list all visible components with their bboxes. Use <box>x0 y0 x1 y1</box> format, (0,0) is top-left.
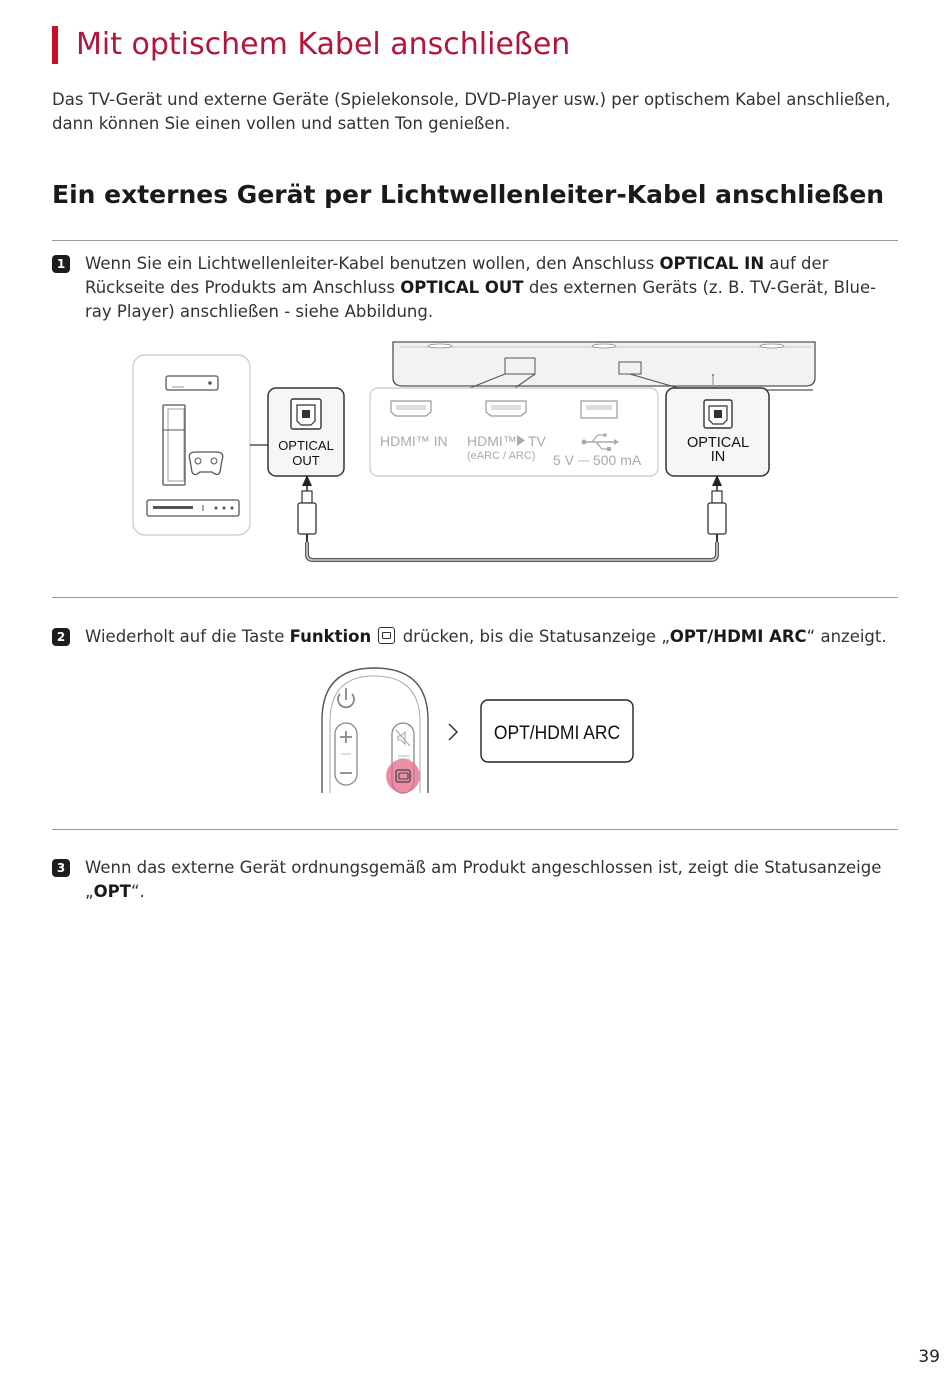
step-1: 1 Wenn Sie ein Lichtwellenleiter-Kabel b… <box>52 252 898 324</box>
function-button-highlight <box>386 759 420 793</box>
step-text: Wiederholt auf die Taste Funktion drücke… <box>85 627 887 646</box>
step-number: 1 <box>52 255 70 273</box>
earc-label: (eARC / ARC) <box>467 450 535 462</box>
optical-cable-plug <box>297 475 317 542</box>
page-title: Mit optischem Kabel anschließen <box>52 26 570 64</box>
hdmi-port-icon <box>390 400 432 417</box>
mute-icon <box>395 729 411 747</box>
intro-paragraph: Das TV-Gerät und externe Geräte (Spielek… <box>52 90 891 133</box>
divider <box>52 597 898 598</box>
divider <box>52 240 898 241</box>
step-text: Wenn das externe Gerät ordnungsgemäß am … <box>85 858 882 901</box>
step-number: 3 <box>52 859 70 877</box>
hdmi-tv-label: HDMI™ <box>467 433 517 449</box>
step-2: 2 Wiederholt auf die Taste Funktion drüc… <box>52 625 898 649</box>
plus-icon <box>340 731 352 743</box>
optical-in-label-line1: OPTICAL <box>687 435 749 451</box>
connection-diagram: HDMI™ IN HDMI™ TV (eARC / ARC) 5 V ⎓ 500… <box>132 341 816 562</box>
hdmi-tv-suffix: TV <box>528 433 547 449</box>
page-number: 39 <box>918 1347 940 1367</box>
function-icon <box>378 627 396 644</box>
optical-in-label-line2: IN <box>711 449 726 465</box>
section-heading: Ein externes Gerät per Lichtwellenleiter… <box>52 180 885 209</box>
function-icon <box>395 769 411 783</box>
optical-port-icon <box>703 399 733 429</box>
step-number: 2 <box>52 628 70 646</box>
usb-port-icon <box>580 400 618 419</box>
gamepad-icon <box>188 451 224 476</box>
divider <box>52 829 898 830</box>
hdmi-port-icon <box>485 400 527 417</box>
bluray-player-icon <box>146 499 240 517</box>
optical-out-label-line2: OUT <box>292 453 320 468</box>
step-3: 3 Wenn das externe Gerät ordnungsgemäß a… <box>52 856 898 904</box>
step-text: Wenn Sie ein Lichtwellenleiter-Kabel ben… <box>85 254 877 321</box>
hdmi-in-label: HDMI™ IN <box>380 433 448 449</box>
optical-cable-plug <box>707 475 727 542</box>
usb-rating-label: 5 V ⎓ 500 mA <box>553 452 642 468</box>
usb-symbol-icon <box>581 433 619 451</box>
game-console-icon <box>162 404 186 486</box>
remote-diagram: OPT/HDMI ARC <box>321 667 634 794</box>
chevron-right-icon <box>448 723 459 741</box>
optical-port-icon <box>290 398 322 430</box>
status-display-text: OPT/HDMI ARC <box>494 721 620 743</box>
tv-box-icon <box>165 375 219 391</box>
optical-out-label-line1: OPTICAL <box>278 438 334 453</box>
power-icon <box>337 688 355 709</box>
optical-cable <box>305 542 719 562</box>
